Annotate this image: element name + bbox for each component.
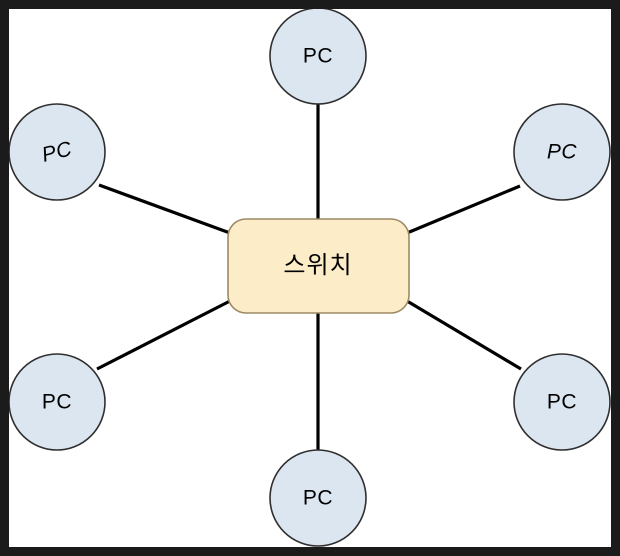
node-pc-bottom[interactable] xyxy=(269,449,367,547)
link-switch-to-pc-bottom-left xyxy=(96,299,231,371)
node-pc-top-right[interactable] xyxy=(513,103,611,201)
node-pc-bottom-right[interactable] xyxy=(513,353,611,451)
link-switch-to-pc-top-right xyxy=(406,184,521,235)
nodes-group xyxy=(8,7,611,547)
node-pc-bottom-left[interactable] xyxy=(8,353,106,451)
link-switch-to-pc-bottom-right xyxy=(406,299,522,371)
node-pc-top[interactable] xyxy=(269,7,367,105)
connection-lines-group xyxy=(96,104,522,452)
link-switch-to-pc-top-left xyxy=(98,183,231,235)
node-switch[interactable] xyxy=(227,218,410,314)
node-pc-top-left[interactable] xyxy=(8,103,106,201)
